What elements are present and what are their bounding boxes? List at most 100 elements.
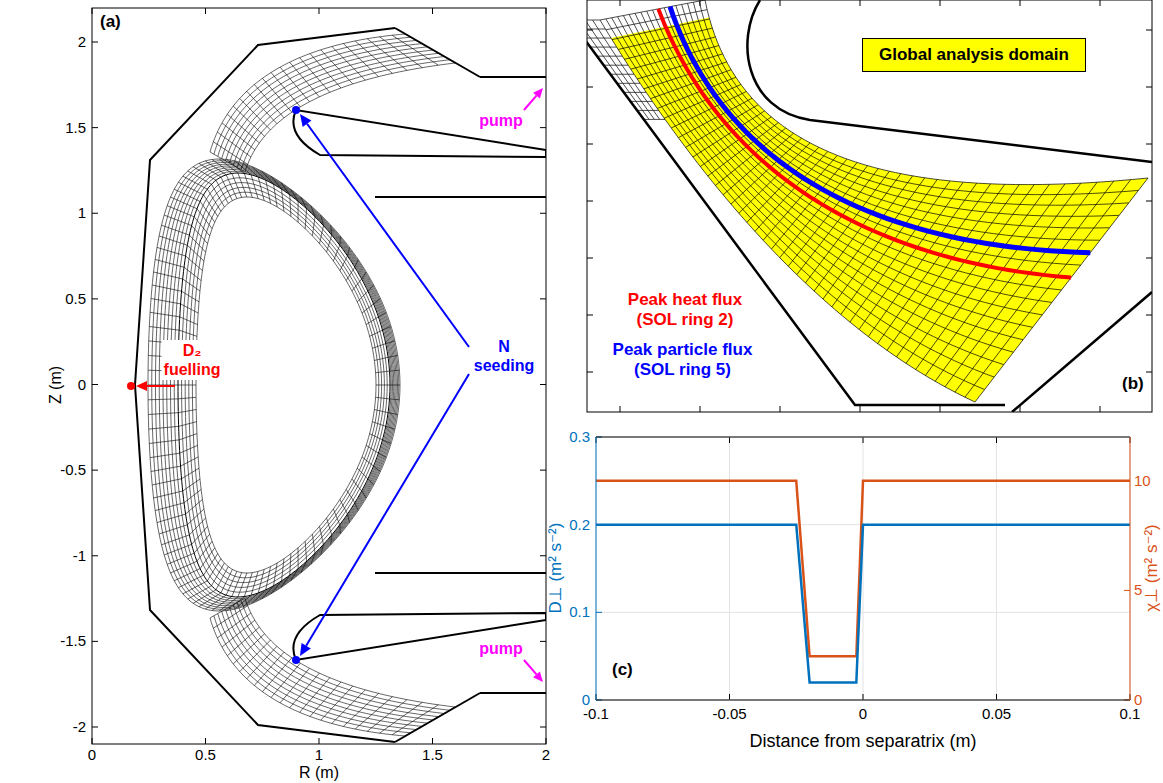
- divertor-mesh: [262, 658, 291, 692]
- leg-mesh: [945, 182, 1097, 387]
- mesh-radial: [155, 259, 201, 280]
- mesh-radial: [159, 509, 204, 534]
- mesh-radial: [154, 479, 200, 498]
- divertor-mesh: [290, 673, 320, 708]
- mesh-radial: [271, 559, 284, 594]
- panel-c: [596, 437, 1130, 700]
- tick-mark: [540, 641, 546, 642]
- divertor-mesh: [227, 627, 259, 656]
- tick-mark: [540, 727, 546, 728]
- domain-box: Global analysis domain: [862, 38, 1086, 72]
- mesh-radial: [183, 559, 221, 594]
- divertor-mesh: [310, 54, 341, 88]
- divertor-mesh: [300, 678, 330, 713]
- tick-mark: [729, 694, 730, 700]
- mesh-radial: [327, 225, 332, 252]
- divertor-mesh: [210, 152, 245, 172]
- mesh-radial: [149, 434, 197, 444]
- tick-mark: [319, 738, 320, 744]
- mesh-radial: [311, 534, 315, 564]
- mesh-radial: [346, 259, 358, 280]
- mesh-radial: [151, 299, 198, 314]
- private-mesh: [587, 20, 649, 119]
- mesh-radial: [212, 159, 242, 197]
- mesh-radial: [291, 548, 298, 581]
- mesh-radial: [357, 468, 374, 485]
- mesh-radial: [148, 385, 196, 386]
- mesh-radial: [252, 567, 270, 604]
- tick-label: 0: [859, 705, 867, 723]
- leg-mesh: [841, 179, 937, 314]
- fuelling-arrow: [147, 385, 175, 387]
- baffle: [293, 613, 546, 660]
- node-text: Global analysis domain: [879, 45, 1069, 65]
- divertor-mesh: [247, 91, 277, 123]
- tick-mark: [92, 127, 98, 128]
- tick-mark: [319, 8, 320, 14]
- mesh-radial: [157, 499, 202, 522]
- divertor-mesh: [343, 693, 378, 726]
- panel-letter: (c): [612, 660, 633, 680]
- tick-mark: [863, 694, 864, 700]
- private-mesh: [587, 29, 605, 30]
- private-mesh: [624, 92, 646, 93]
- mesh-ring: [189, 187, 382, 582]
- mesh-radial: [327, 518, 332, 545]
- grid-line: [596, 437, 1130, 438]
- baffle: [293, 110, 546, 157]
- grid-line: [729, 437, 730, 700]
- vessel-wall: [135, 28, 395, 385]
- tick-mark: [92, 738, 93, 744]
- divertor-mesh: [290, 62, 320, 97]
- tick-label: 0.05: [982, 705, 1011, 723]
- leg-mesh: [771, 159, 847, 249]
- mesh-radial: [199, 569, 232, 606]
- tick-label: -0.1: [583, 705, 609, 723]
- mesh-radial: [162, 518, 206, 545]
- upper-divertor: [135, 28, 546, 385]
- fuelling-arrow-head: [136, 381, 147, 391]
- grid-line: [596, 612, 1130, 613]
- tick-mark: [1020, 0, 1021, 6]
- panel-a-art: [135, 28, 546, 742]
- mesh-radial: [243, 163, 264, 200]
- leg-mesh: [612, 19, 710, 40]
- target-plate: [395, 28, 480, 77]
- mesh-ring: [182, 178, 388, 592]
- private-mesh: [590, 47, 616, 48]
- axis-line: [596, 437, 1130, 438]
- divertor-mesh: [280, 668, 309, 703]
- tick-label: 0: [88, 746, 96, 764]
- seeding-label: N seeding: [474, 337, 534, 375]
- mesh-radial: [164, 526, 207, 555]
- tick-mark: [587, 30, 593, 31]
- mesh-radial: [159, 236, 204, 261]
- tick-mark: [432, 8, 433, 14]
- panel-frame: [587, 0, 1152, 412]
- tick-label: 1.5: [65, 119, 86, 137]
- mesh-radial: [340, 499, 350, 522]
- divertor-mesh: [210, 598, 245, 618]
- vessel-wall: [1012, 292, 1152, 412]
- axis-line: [596, 700, 1130, 701]
- seeding-arrow-head: [300, 114, 311, 127]
- divertor-mesh: [271, 72, 300, 106]
- mesh-ring: [174, 171, 391, 599]
- divertor-mesh: [217, 132, 251, 157]
- tick-mark: [1146, 315, 1152, 316]
- plasma-mesh: [148, 159, 400, 611]
- mesh-radial: [333, 509, 340, 534]
- divertor-mesh: [254, 85, 284, 118]
- divertor-mesh: [233, 634, 264, 664]
- mesh-radial: [311, 206, 315, 236]
- mesh-radial: [151, 457, 198, 472]
- mesh-radial: [333, 236, 340, 261]
- tick-label: 0.5: [65, 290, 86, 308]
- vessel-wall: [587, 40, 1005, 405]
- mesh-radial: [193, 167, 228, 204]
- leg-mesh: [965, 180, 1131, 398]
- mesh-radial: [164, 215, 207, 244]
- tick-mark: [620, 406, 621, 412]
- mesh-radial: [171, 197, 213, 229]
